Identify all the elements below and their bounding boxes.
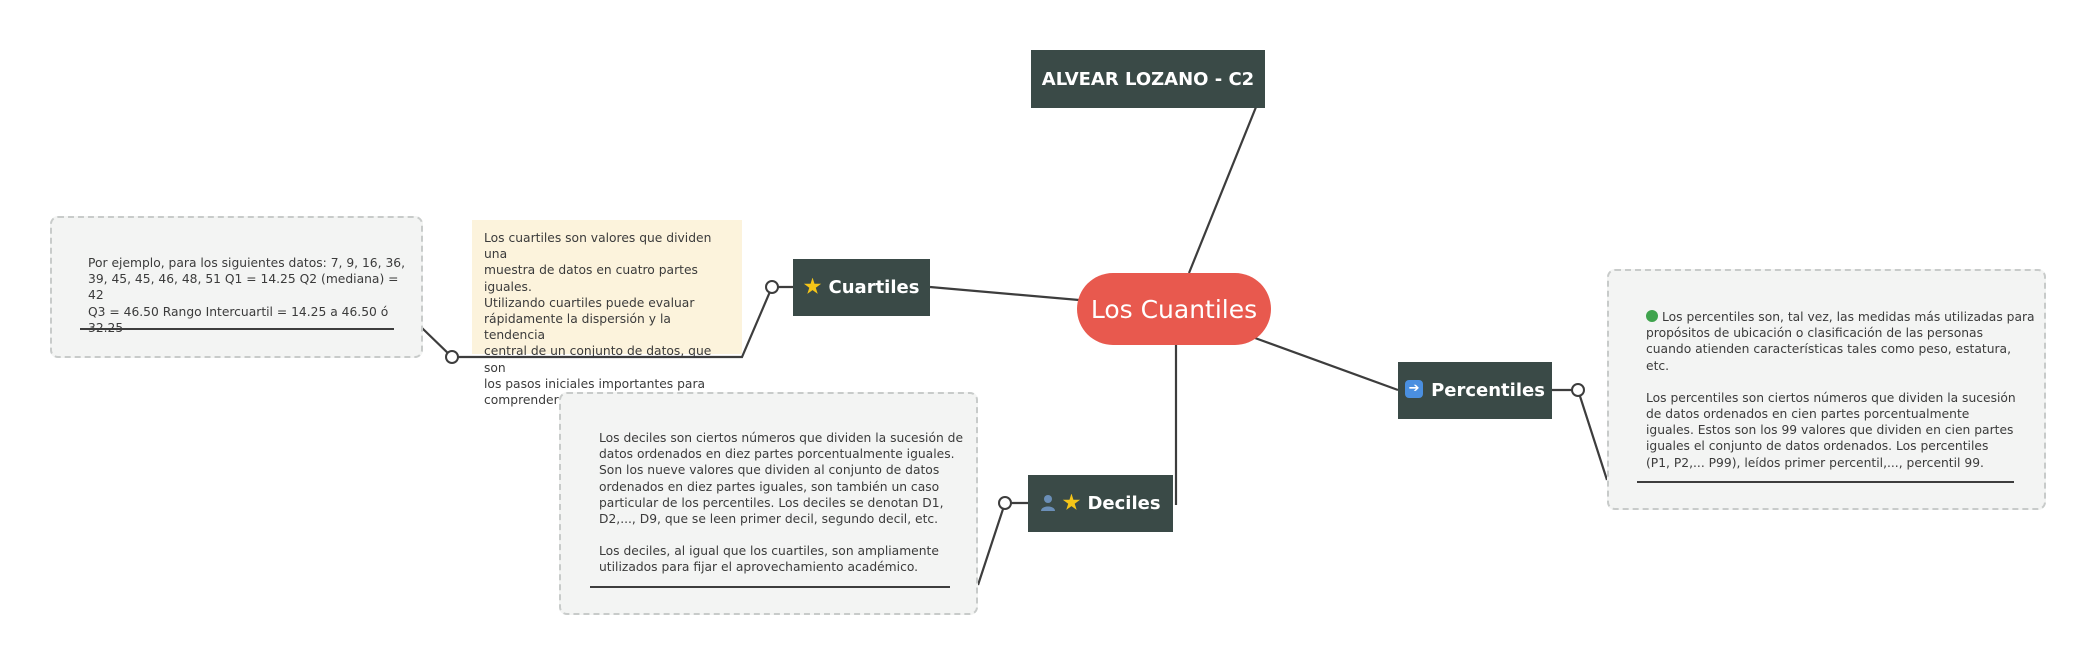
author-topic-label: ALVEAR LOZANO - C2 — [1041, 68, 1255, 90]
collapse-toggle-cuartiles — [765, 280, 779, 294]
collapse-toggle-deciles — [998, 496, 1012, 510]
collapse-toggle-percentiles — [1571, 383, 1585, 397]
cuartiles-example-text: Por ejemplo, para los siguientes datos: … — [88, 256, 405, 335]
deciles-paragraph-2: Los deciles, al igual que los cuartiles,… — [599, 544, 939, 575]
note-underline — [80, 328, 394, 330]
percentiles-paragraph-1-wrap: Los percentiles son, tal vez, las medida… — [1646, 309, 2046, 374]
topic-deciles[interactable]: Deciles — [1028, 475, 1173, 532]
arrow-right-icon: ➔ — [1405, 379, 1424, 398]
percentiles-paragraph-2: Los percentiles son ciertos números que … — [1646, 390, 2016, 470]
star-icon — [1062, 493, 1081, 510]
central-topic-label: Los Cuantiles — [1090, 294, 1258, 324]
topic-cuartiles-label: Cuartiles — [828, 277, 920, 298]
link-central-cuartiles — [929, 285, 1080, 302]
author-topic[interactable]: ALVEAR LOZANO - C2 — [1031, 50, 1265, 108]
cuartiles-example-note[interactable]: Por ejemplo, para los siguientes datos: … — [50, 216, 423, 358]
deciles-paragraph-1: Los deciles son ciertos números que divi… — [599, 431, 964, 527]
star-icon — [803, 277, 822, 294]
note-underline — [1637, 481, 2014, 483]
link-percentiles-note — [1552, 388, 1609, 481]
collapse-toggle-cuartiles-example — [445, 350, 459, 364]
topic-deciles-label: Deciles — [1087, 493, 1161, 514]
link-central-percentiles — [1254, 336, 1399, 392]
green-circle-icon — [1646, 310, 1658, 322]
central-topic[interactable]: Los Cuantiles — [1077, 273, 1271, 345]
note-underline — [590, 586, 950, 588]
deciles-note[interactable]: Los deciles son ciertos números que divi… — [559, 392, 978, 615]
topic-percentiles-label: Percentiles — [1431, 380, 1545, 401]
link-deciles-note — [976, 501, 1028, 586]
topic-cuartiles[interactable]: Cuartiles — [793, 259, 930, 316]
topic-percentiles[interactable]: ➔ Percentiles — [1398, 362, 1552, 419]
cuartiles-description-callout[interactable]: Los cuartiles son valores que dividen un… — [472, 220, 742, 407]
person-icon — [1041, 494, 1056, 511]
percentiles-paragraph-1: Los percentiles son, tal vez, las medida… — [1646, 310, 2035, 373]
percentiles-note[interactable]: Los percentiles son, tal vez, las medida… — [1607, 269, 2046, 510]
